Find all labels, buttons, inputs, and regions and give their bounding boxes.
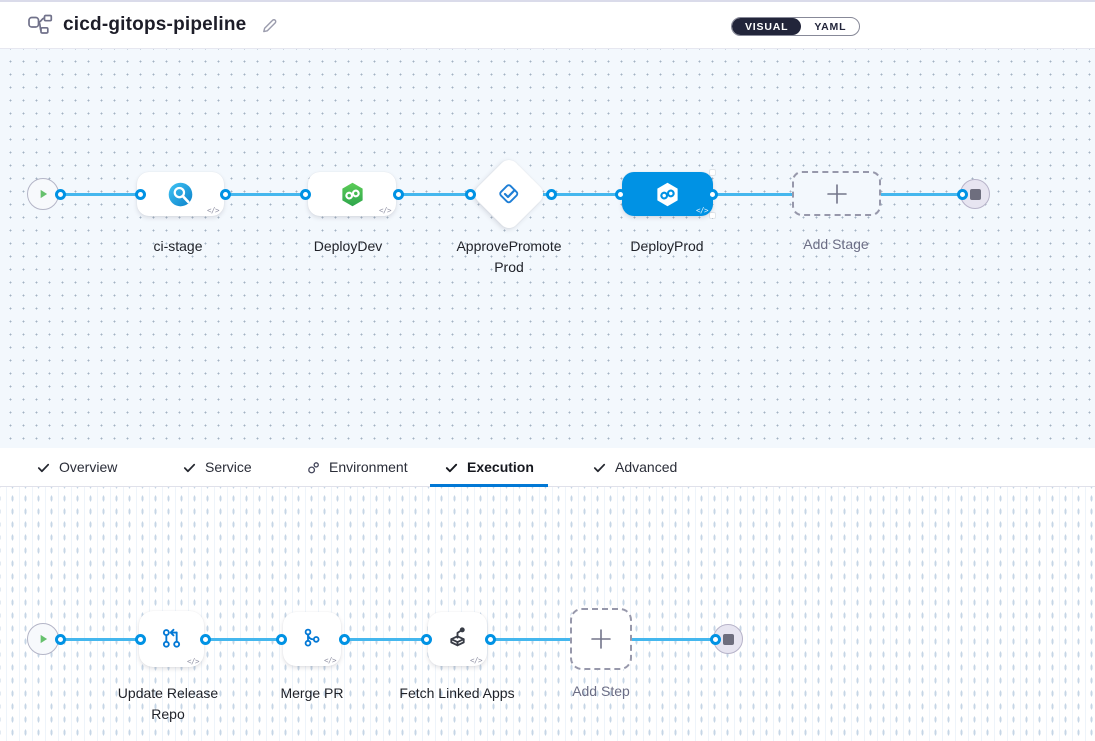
edge-port[interactable] <box>199 633 211 645</box>
tab-service[interactable]: Service <box>168 448 266 486</box>
ci-icon <box>167 181 194 208</box>
environment-icon <box>308 461 319 473</box>
step-label: Merge PR <box>280 685 344 701</box>
pipeline-icon <box>27 13 53 37</box>
check-icon <box>37 463 50 472</box>
pipeline-title: cicd-gitops-pipeline <box>63 14 247 35</box>
add-step-label: Add Step <box>572 683 630 699</box>
add-stage-button[interactable] <box>792 171 881 216</box>
stage-node-ci-stage[interactable]: </> <box>137 172 224 216</box>
fetch-linked-apps-icon <box>450 626 465 646</box>
edge-port[interactable] <box>275 633 287 645</box>
execution-end-node <box>713 624 743 654</box>
add-stage-label: Add Stage <box>803 236 869 252</box>
step-node-update-release-repo[interactable]: </> <box>139 611 204 667</box>
plus-icon <box>826 183 847 204</box>
view-toggle: VISUAL YAML <box>731 17 861 36</box>
edge-port[interactable] <box>420 633 432 645</box>
tab-overview[interactable]: Overview <box>22 448 131 486</box>
edit-pencil-icon[interactable] <box>260 16 279 35</box>
node-handle[interactable] <box>710 213 715 218</box>
step-label: Fetch Linked Apps <box>399 685 515 701</box>
stage-node-approvepromoteprod[interactable] <box>470 155 548 233</box>
execution-canvas[interactable]: </> </> </> <box>0 487 1095 741</box>
stage-label: ApprovePromoteProd <box>456 238 562 275</box>
stage-label: ci-stage <box>153 238 203 254</box>
edge-port[interactable] <box>338 633 350 645</box>
check-icon <box>593 463 606 472</box>
code-icon: </> <box>206 206 220 215</box>
stop-icon <box>722 633 734 645</box>
edge-port[interactable] <box>134 188 146 200</box>
step-label: Update Release Repo <box>117 685 219 722</box>
code-icon: </> <box>378 206 392 215</box>
execution-start-node <box>27 623 59 655</box>
add-step-button[interactable] <box>570 608 632 670</box>
edge-port[interactable] <box>614 188 626 200</box>
merge-pr-icon <box>304 628 320 647</box>
stage-label: DeployDev <box>313 238 383 254</box>
edge-port[interactable] <box>392 188 404 200</box>
edge-port[interactable] <box>54 188 66 200</box>
edge-port[interactable] <box>219 188 231 200</box>
edge-port[interactable] <box>299 188 311 200</box>
check-icon <box>445 463 458 472</box>
toggle-visual[interactable]: VISUAL <box>732 18 802 35</box>
edge-port[interactable] <box>706 188 718 200</box>
header: cicd-gitops-pipeline VISUAL YAML <box>0 0 1095 49</box>
node-handle[interactable] <box>710 170 715 175</box>
step-node-merge-pr[interactable]: </> <box>283 612 341 666</box>
plus-icon <box>591 629 611 649</box>
tab-execution[interactable]: Execution <box>430 448 548 487</box>
tab-environment[interactable]: Environment <box>292 448 422 486</box>
step-edge <box>60 637 715 641</box>
check-icon <box>183 463 196 472</box>
tab-advanced[interactable]: Advanced <box>578 448 691 486</box>
approval-icon <box>499 184 519 204</box>
stop-icon <box>969 188 981 200</box>
update-release-repo-icon <box>162 628 181 648</box>
edge-port[interactable] <box>464 188 476 200</box>
play-icon <box>40 634 48 644</box>
step-node-fetch-linked-apps[interactable]: </> <box>428 612 487 666</box>
toggle-yaml[interactable]: YAML <box>814 20 847 33</box>
stage-label: DeployProd <box>630 238 704 254</box>
play-icon <box>40 189 48 199</box>
code-icon: </> <box>323 656 337 665</box>
code-icon: </> <box>186 657 200 666</box>
cd-icon-selected <box>654 181 681 208</box>
stage-canvas[interactable]: </> </> <box>0 49 1095 448</box>
stage-node-deployprod[interactable]: </> <box>622 170 715 218</box>
code-icon: </> <box>469 656 483 665</box>
edge-port[interactable] <box>545 188 557 200</box>
edge-port[interactable] <box>54 633 66 645</box>
cd-icon <box>339 181 366 208</box>
code-icon: </> <box>695 206 709 215</box>
stage-node-deploydev[interactable]: </> <box>308 172 396 216</box>
stage-config-tabs: Overview Service Environment Execution A… <box>0 448 1095 487</box>
edge-port[interactable] <box>709 633 721 645</box>
edge-port[interactable] <box>484 633 496 645</box>
edge-port[interactable] <box>956 188 968 200</box>
edge-port[interactable] <box>134 633 146 645</box>
